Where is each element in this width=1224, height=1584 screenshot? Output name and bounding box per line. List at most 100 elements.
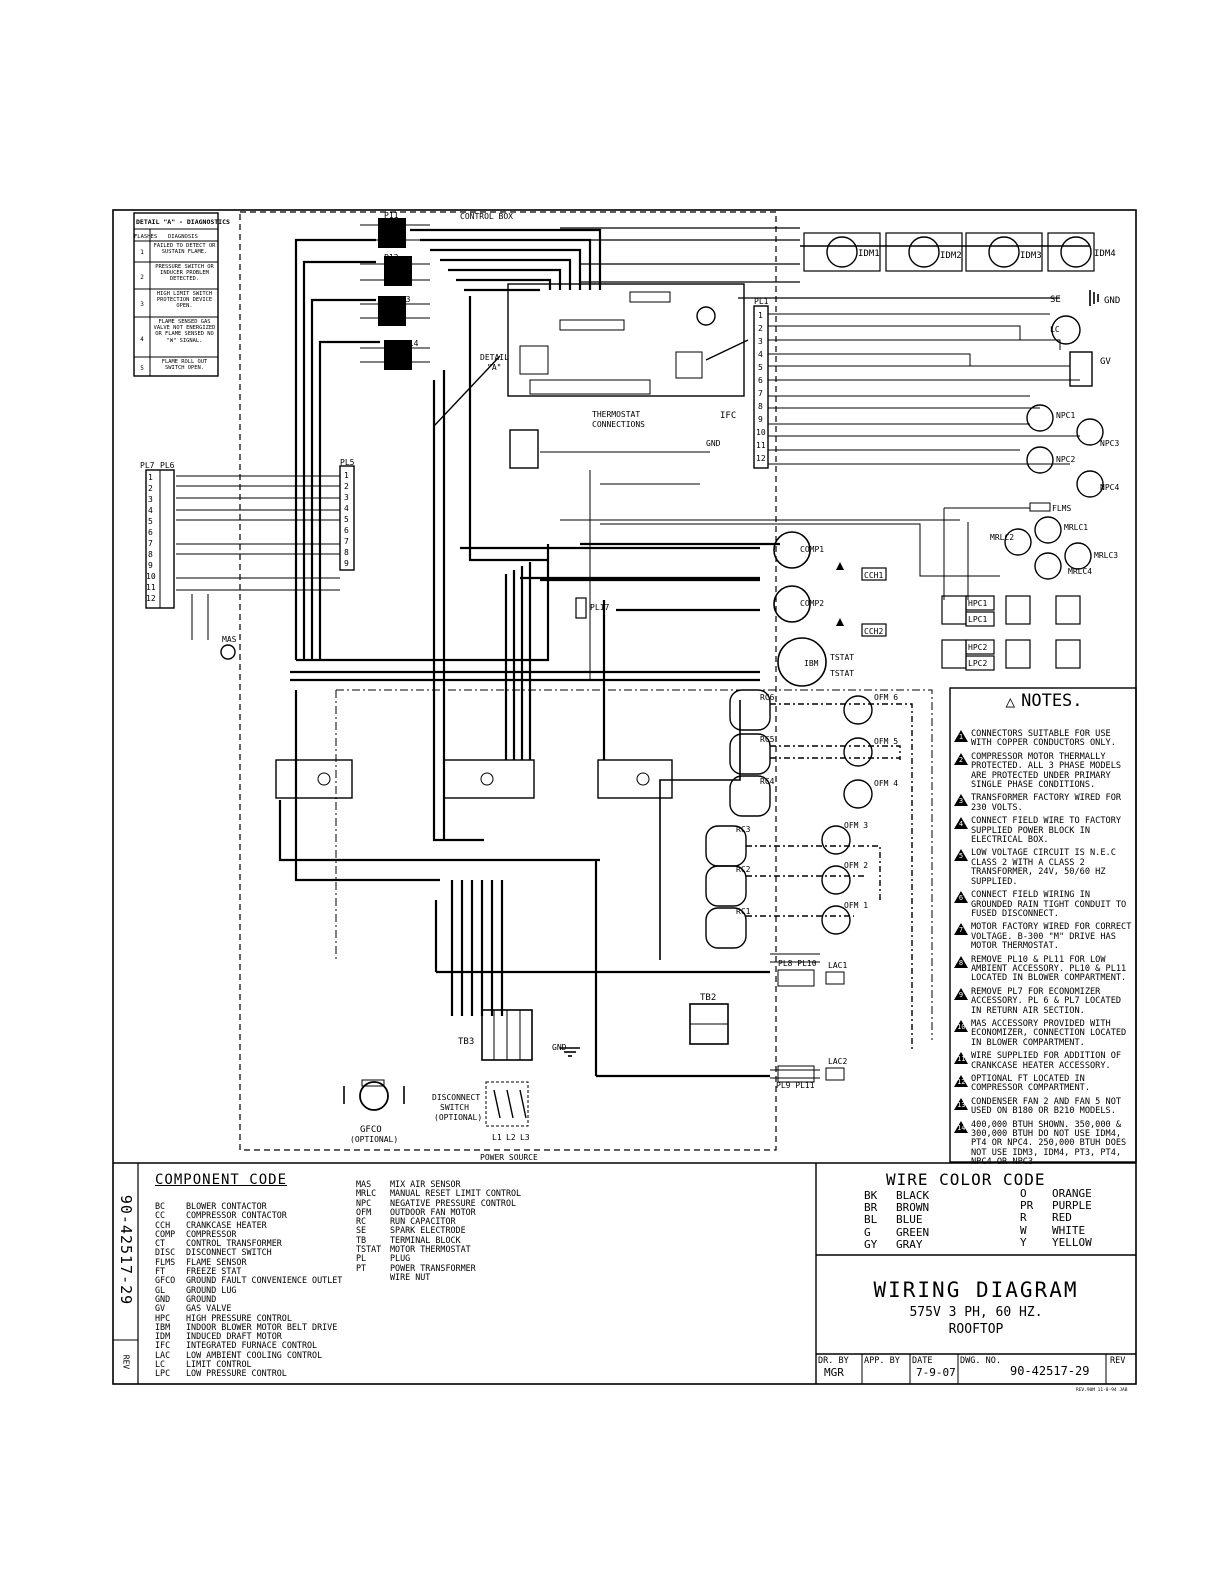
rc4-label: RC4: [760, 777, 775, 786]
title-block-type: ROOFTOP: [948, 1322, 1004, 1337]
diag-row-5-text: FLAME ROLL OUT SWITCH OPEN.: [161, 359, 208, 372]
gnd-label-top: GND: [1104, 296, 1120, 306]
svg-text:2: 2: [148, 484, 153, 493]
gfco-label: GFCO: [360, 1125, 382, 1135]
comp2-label: COMP2: [800, 599, 824, 608]
svg-text:10: 10: [756, 428, 766, 437]
ifc-label: IFC: [720, 411, 736, 421]
diag-row-4-num: 4: [140, 336, 144, 343]
run-capacitors: [705, 689, 771, 949]
p12-label: P12: [384, 253, 399, 262]
ofm3-label: OFM 3: [844, 821, 868, 830]
code-meaning: BLUE: [896, 1213, 923, 1227]
note-7-icon: 7: [954, 923, 968, 936]
pl-indicator-arrows: [433, 339, 749, 427]
code-row: WIRE NUT: [356, 1271, 521, 1282]
code-meaning: BLOWER CONTACTOR: [186, 1201, 267, 1211]
ground-symbols: [560, 290, 1099, 1057]
code-meaning: CONTROL TRANSFORMER: [186, 1238, 282, 1249]
svg-text:10: 10: [146, 572, 156, 581]
disconnect-label: DISCONNECT: [432, 1093, 480, 1102]
code-meaning: DISCONNECT SWITCH: [186, 1247, 272, 1258]
svg-text:5: 5: [148, 517, 153, 526]
outdoor-fan-motors: [821, 695, 873, 935]
dr-by-value: MGR: [824, 1366, 844, 1379]
diag-row-3-text: HIGH LIMIT SWITCH PROTECTION DEVICE OPEN…: [156, 291, 213, 310]
rc2-label: RC2: [736, 865, 751, 874]
detail-a-label: "A": [487, 363, 501, 372]
l2-terminal: L2: [506, 1133, 516, 1142]
compressors: [773, 531, 827, 687]
svg-text:1: 1: [344, 471, 349, 480]
cch2-label: CCH2: [864, 627, 883, 636]
svg-text:2: 2: [758, 324, 763, 333]
crankcase-heaters: [836, 562, 887, 637]
svg-text:1: 1: [148, 473, 153, 482]
code-meaning: LOW PRESSURE CONTROL: [186, 1368, 287, 1379]
idm-motors: [803, 232, 1095, 272]
code-abbrev: BC: [155, 1201, 166, 1211]
code-abbrev: W: [1020, 1223, 1027, 1237]
mrlc-switches: [1004, 516, 1092, 580]
svg-text:6: 6: [148, 528, 153, 537]
npc2-label: NPC2: [1056, 455, 1075, 464]
ofm2-label: OFM 2: [844, 861, 868, 870]
code-meaning: BROWN: [896, 1201, 930, 1215]
svg-text:8: 8: [344, 548, 349, 557]
svg-text:12: 12: [146, 594, 156, 603]
pl6-pin-numbers: 1 2 3 4 5 6 7 8 9 10 11 12: [146, 473, 156, 603]
code-meaning: YELLOW: [1052, 1235, 1092, 1249]
svg-text:3: 3: [758, 337, 763, 346]
code-abbrev: OFM: [356, 1206, 372, 1217]
ofm6-label: OFM 6: [874, 693, 898, 702]
l3-terminal: L3: [520, 1133, 530, 1142]
notes-warning-icon: △: [1005, 691, 1016, 711]
note-4-icon: 4: [954, 817, 968, 830]
signal-wires: [176, 313, 1080, 1079]
code-abbrev: CCH: [155, 1219, 171, 1230]
diagnostics-col-flashes: FLASHES: [134, 234, 158, 240]
note-10-icon: 10: [954, 1019, 968, 1032]
rc6-label: RC6: [760, 693, 775, 702]
code-abbrev: TSTAT: [356, 1244, 382, 1255]
code-abbrev: IBM: [155, 1321, 171, 1332]
svg-text:7: 7: [758, 389, 763, 398]
code-abbrev: GY: [864, 1237, 878, 1251]
code-abbrev: BK: [864, 1189, 878, 1202]
code-meaning: NEGATIVE PRESSURE CONTROL: [390, 1197, 517, 1208]
svg-text:7: 7: [344, 537, 349, 546]
mrlc1-label: MRLC1: [1064, 523, 1088, 532]
code-abbrev: TB: [356, 1234, 367, 1245]
svg-text:4: 4: [758, 350, 763, 359]
code-abbrev: IDM: [155, 1331, 171, 1342]
code-meaning: LIMIT CONTROL: [186, 1359, 252, 1370]
code-meaning: WIRE NUT: [390, 1271, 431, 1282]
dwg-no-value: 90-42517-29: [1010, 1364, 1090, 1378]
diag-row-2-num: 2: [140, 274, 144, 281]
code-abbrev: GND: [155, 1293, 171, 1304]
mas-label: MAS: [222, 635, 237, 644]
l1-terminal: L1: [492, 1133, 502, 1142]
svg-text:7: 7: [148, 539, 153, 548]
code-meaning: FREEZE STAT: [186, 1266, 242, 1277]
control-transformer: [509, 429, 539, 469]
code-meaning: PLUG: [390, 1253, 411, 1264]
note-5-icon: 5: [954, 849, 968, 862]
code-abbrev: SE: [356, 1225, 367, 1236]
idm2-label: IDM2: [940, 251, 962, 261]
code-meaning: ORANGE: [1052, 1187, 1092, 1200]
